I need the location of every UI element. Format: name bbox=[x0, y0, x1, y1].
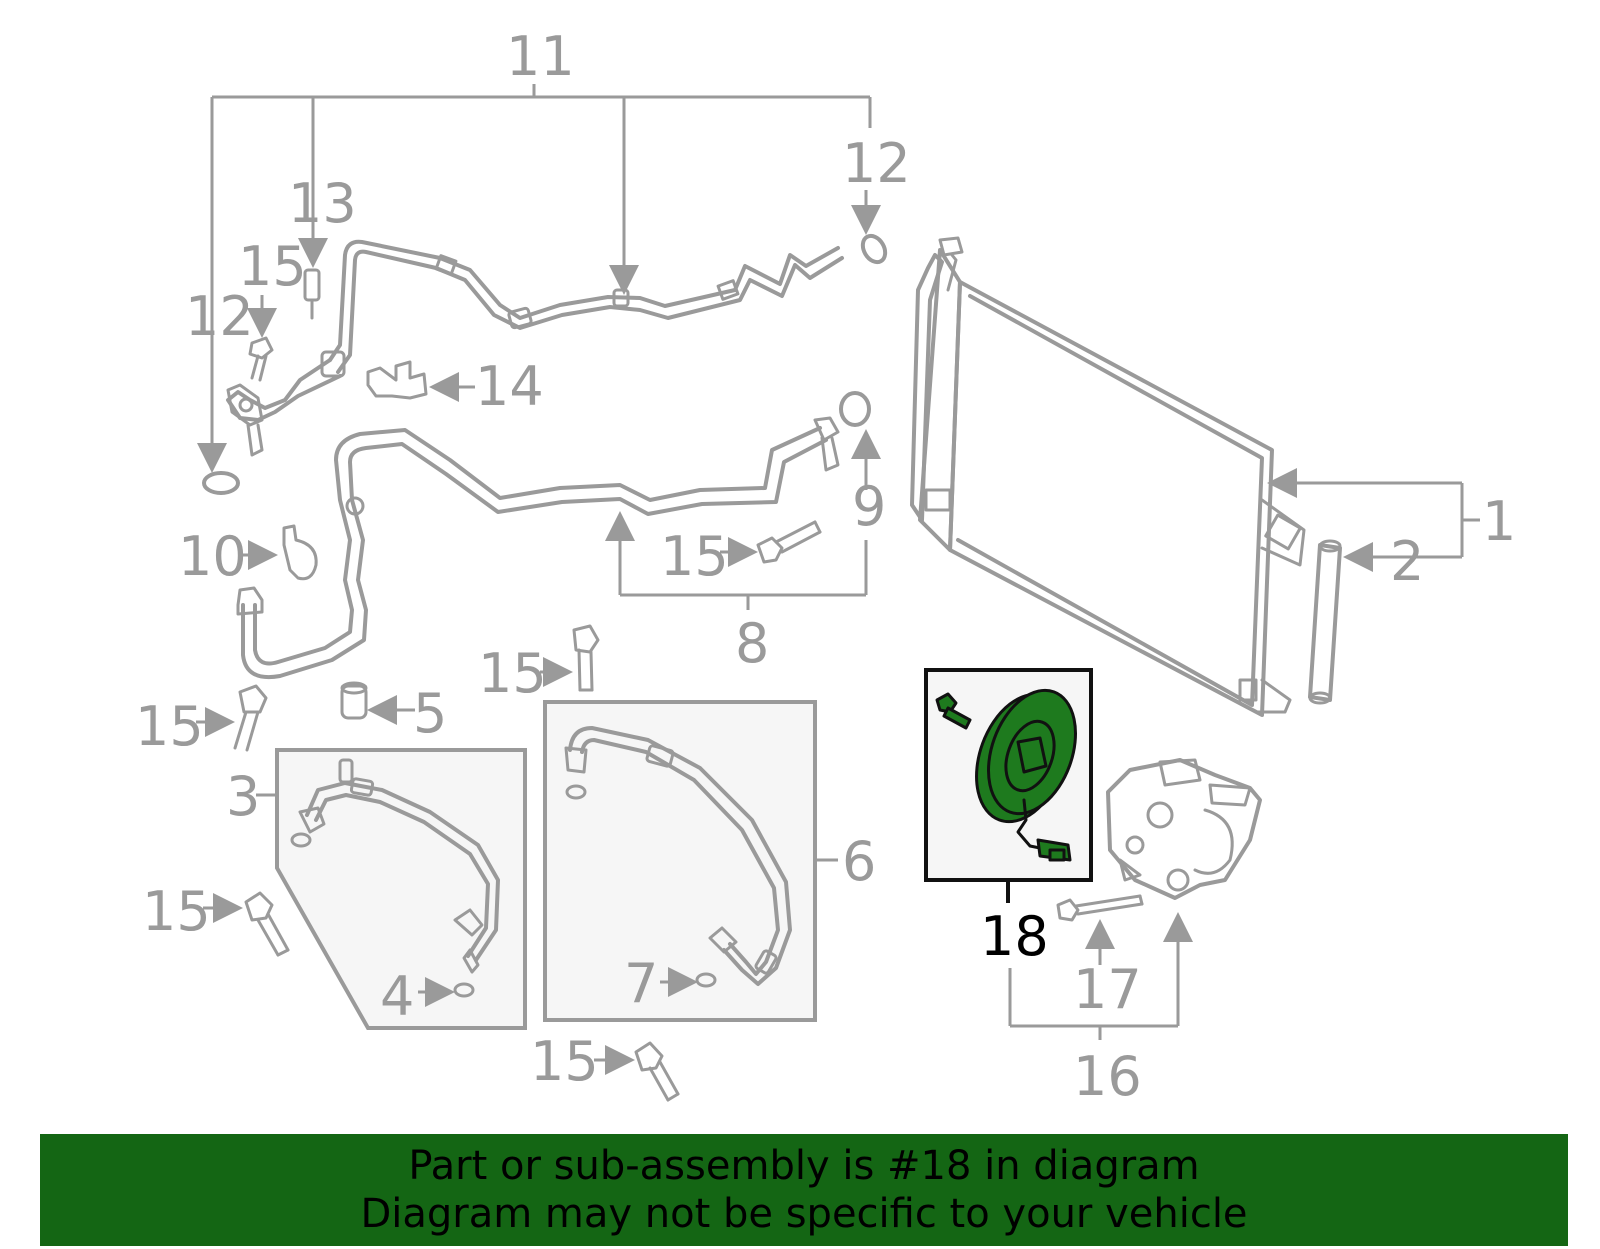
suction-line-8 bbox=[236, 416, 840, 679]
bracket-8 bbox=[605, 511, 868, 610]
callout-10: 10 bbox=[178, 525, 247, 588]
callout-16: 16 bbox=[1073, 1045, 1142, 1108]
bolt-15-d bbox=[572, 624, 600, 692]
callout-9: 9 bbox=[852, 475, 886, 538]
callout-15-b: 15 bbox=[660, 525, 729, 588]
callout-8: 8 bbox=[735, 612, 769, 675]
callout-3: 3 bbox=[226, 765, 260, 828]
hose-3 bbox=[290, 758, 500, 974]
o-ring-7 bbox=[695, 972, 717, 988]
clutch-assembly-18 bbox=[935, 688, 1077, 862]
o-ring-9 bbox=[839, 391, 871, 427]
bolt-15-a bbox=[248, 336, 274, 382]
bracket-14 bbox=[366, 360, 428, 400]
callout-17: 17 bbox=[1073, 958, 1142, 1021]
callout-15-c: 15 bbox=[135, 695, 204, 758]
bracket-11 bbox=[197, 84, 872, 473]
o-ring-4 bbox=[453, 982, 475, 998]
callout-6: 6 bbox=[842, 830, 876, 893]
callout-14: 14 bbox=[475, 355, 544, 418]
bolt-15-e bbox=[244, 891, 290, 957]
valve-core-13 bbox=[303, 268, 321, 320]
callout-1: 1 bbox=[1482, 490, 1516, 553]
bracket-1 bbox=[1267, 468, 1480, 572]
callout-2: 2 bbox=[1390, 530, 1424, 593]
callout-11: 11 bbox=[506, 25, 575, 88]
bolt-17 bbox=[1056, 894, 1144, 922]
bolt-15-c bbox=[233, 684, 268, 752]
drier-2 bbox=[1308, 539, 1342, 705]
banner-line-1: Part or sub-assembly is #18 in diagram bbox=[408, 1143, 1200, 1189]
callout-18: 18 bbox=[980, 905, 1049, 968]
bolt-15-f bbox=[634, 1041, 680, 1102]
o-ring-12-left bbox=[202, 471, 240, 495]
callout-15-e: 15 bbox=[142, 880, 211, 943]
callout-4: 4 bbox=[380, 965, 414, 1028]
condenser-1 bbox=[910, 236, 1306, 717]
callout-15-f: 15 bbox=[530, 1030, 599, 1093]
callout-15-a: 15 bbox=[238, 235, 307, 298]
callout-7: 7 bbox=[624, 952, 658, 1015]
callout-12-top: 12 bbox=[842, 132, 911, 195]
banner-line-2: Diagram may not be specific to your vehi… bbox=[360, 1191, 1248, 1237]
callout-13: 13 bbox=[288, 172, 357, 235]
callout-15-d: 15 bbox=[478, 642, 547, 705]
bolt-15-b bbox=[756, 520, 822, 564]
callout-5: 5 bbox=[413, 682, 447, 745]
clip-10 bbox=[282, 524, 318, 581]
info-banner: Part or sub-assembly is #18 in diagram D… bbox=[40, 1134, 1568, 1246]
callout-12-left: 12 bbox=[185, 285, 254, 348]
hose-6 bbox=[564, 726, 792, 986]
cap-5 bbox=[340, 681, 368, 720]
discharge-line-11 bbox=[226, 239, 844, 457]
o-ring-12-top bbox=[860, 233, 888, 265]
bracket-16 bbox=[1008, 912, 1193, 1040]
compressor-16 bbox=[1106, 758, 1262, 900]
